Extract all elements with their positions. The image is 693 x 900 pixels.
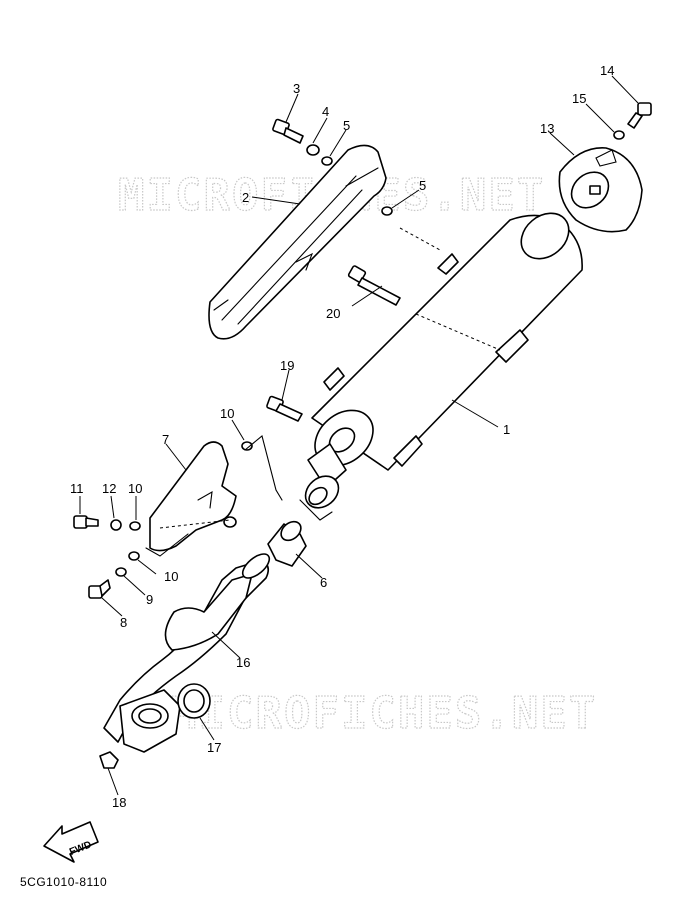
callout-14: 14 <box>600 63 614 78</box>
part-3-bolt <box>272 118 304 144</box>
part-15-washer <box>613 130 625 140</box>
callout-15: 15 <box>572 91 586 106</box>
watermark-bottom: MICROFICHES.NET <box>170 688 597 739</box>
part-14-screw <box>627 102 652 129</box>
callout-17: 17 <box>207 740 221 755</box>
part-16-exhaust-pipe <box>103 553 271 753</box>
leader-lines <box>79 75 639 796</box>
callout-20: 20 <box>326 306 340 321</box>
callout-9: 9 <box>146 592 153 607</box>
callout-10-lower: 10 <box>164 569 178 584</box>
callout-8: 8 <box>120 615 127 630</box>
diagram-code: 5CG1010-8110 <box>20 875 107 889</box>
callout-7: 7 <box>162 432 169 447</box>
callout-5-upper: 5 <box>343 118 350 133</box>
part-2-protector <box>208 144 387 340</box>
part-7-path-line <box>145 533 189 557</box>
part-8-nut <box>88 579 111 599</box>
part-5-washer-upper <box>321 156 333 166</box>
part-4-collar <box>306 144 320 156</box>
part-6-gasket <box>267 520 307 567</box>
part-10-path-line <box>244 435 283 501</box>
part-12-washer <box>110 519 122 531</box>
part-19-bolt <box>266 395 303 422</box>
fwd-arrow-icon: FWD <box>43 821 99 863</box>
callout-18: 18 <box>112 795 126 810</box>
callout-10-upper: 10 <box>220 406 234 421</box>
callout-3: 3 <box>293 81 300 96</box>
part-7-bracket <box>149 441 237 552</box>
callout-12: 12 <box>102 481 116 496</box>
callout-4: 4 <box>322 104 329 119</box>
callout-10-mid: 10 <box>128 481 142 496</box>
part-10-washer-lower <box>128 551 140 561</box>
callout-1: 1 <box>503 422 510 437</box>
callout-5-lower: 5 <box>419 178 426 193</box>
part-18-nut <box>99 751 119 769</box>
callout-2: 2 <box>242 190 249 205</box>
callout-6: 6 <box>320 575 327 590</box>
part-20-bolt <box>347 265 401 306</box>
callout-11: 11 <box>70 481 84 496</box>
part-11-bolt <box>73 515 99 529</box>
callout-16: 16 <box>236 655 250 670</box>
part-5-washer-lower <box>381 206 393 216</box>
part-9-washer <box>115 567 127 577</box>
callout-19: 19 <box>280 358 294 373</box>
part-10-washer-mid <box>129 521 141 531</box>
part-10-washer-upper <box>241 441 253 451</box>
part-13-tail-cap <box>558 147 643 233</box>
part-1-muffler <box>299 212 583 521</box>
callout-13: 13 <box>540 121 554 136</box>
part-17-gasket-ring <box>177 683 211 719</box>
